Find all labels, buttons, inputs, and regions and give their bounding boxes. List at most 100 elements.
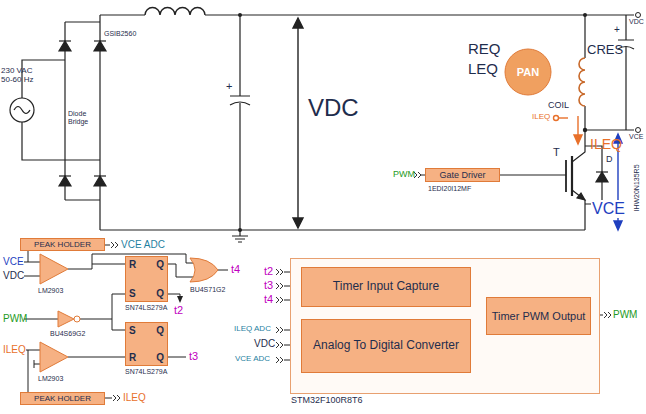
pin-label: R xyxy=(129,259,136,271)
pin-label: Q xyxy=(156,259,164,271)
pin-label: S xyxy=(129,288,136,300)
power-wires xyxy=(230,15,250,230)
diode-bridge xyxy=(59,176,71,186)
current-arrow xyxy=(577,116,578,136)
pin-label: Q xyxy=(156,288,164,300)
diode-bridge xyxy=(59,41,71,51)
logic-wires xyxy=(276,297,283,303)
logic-gates xyxy=(74,316,80,322)
power-wires xyxy=(22,15,634,242)
signal-label: REQ xyxy=(468,40,501,57)
signal-label: LEQ xyxy=(468,60,498,77)
pin-label: S xyxy=(129,325,136,337)
signal-label: PWM xyxy=(613,309,637,321)
igbt-symbol xyxy=(572,190,585,230)
voltage-arrow xyxy=(293,18,303,228)
sr-latch-box: SQRQ xyxy=(125,322,168,366)
adc-block: Analog To Digital Converter xyxy=(301,319,471,373)
signal-label: ILEQ xyxy=(123,392,146,404)
igbt-symbol xyxy=(500,130,585,230)
junction-dots xyxy=(583,13,587,17)
logic-wires xyxy=(111,242,118,248)
vce-arrow xyxy=(614,221,622,230)
coil-symbol xyxy=(579,58,585,106)
power-wires xyxy=(618,15,634,130)
signal-label: ILEQ xyxy=(532,112,550,121)
logic-wires xyxy=(168,294,180,296)
node-text: PAN xyxy=(517,66,539,79)
gate-driver-box: Gate Driver xyxy=(425,168,500,182)
voltage-arrow xyxy=(297,26,298,220)
diode-bridge xyxy=(94,176,106,186)
logic-wires xyxy=(218,270,228,271)
ac-source xyxy=(10,98,34,122)
signal-label: D xyxy=(606,154,613,164)
logic-wires xyxy=(26,350,40,392)
pin-label: Q xyxy=(156,325,164,337)
signal-label: t4 xyxy=(231,263,240,276)
logic-gates xyxy=(40,254,218,372)
current-arrow xyxy=(554,116,583,145)
logic-wires xyxy=(168,357,186,358)
pwm-block: Timer PWM Output xyxy=(486,297,591,335)
signal-label: T xyxy=(553,146,560,159)
logic-wires xyxy=(276,327,283,333)
signal-label: t3 xyxy=(264,279,273,292)
signal-label: PWM xyxy=(3,313,27,325)
junction-dots xyxy=(238,13,242,17)
signal-label: + xyxy=(614,24,620,36)
signal-label: LM2903 xyxy=(38,287,63,295)
logic-wires xyxy=(24,251,40,276)
logic-wires xyxy=(168,264,195,277)
signal-label: GSIB2560 xyxy=(104,30,136,38)
logic-wires xyxy=(24,242,611,401)
igbt-symbol xyxy=(500,174,566,175)
diode-bridge xyxy=(59,40,71,41)
logic-gates xyxy=(58,311,74,327)
peak-holder-box: PEAK HOLDER xyxy=(20,238,105,251)
logic-wires xyxy=(24,294,125,330)
diode-symbol xyxy=(596,171,608,172)
node-text: PEAK HOLDER xyxy=(34,394,91,403)
microcontroller-box: STM32F100R8T6Timer Input CaptureAnalog T… xyxy=(290,258,600,394)
logic-gates xyxy=(40,342,68,372)
signal-label: t3 xyxy=(189,350,198,363)
signal-label: t4 xyxy=(264,293,273,306)
node-text: Analog To Digital Converter xyxy=(313,339,459,353)
signal-label: SN74LS279A xyxy=(125,304,167,312)
signal-label: COIL xyxy=(548,100,569,110)
pwm-input xyxy=(414,172,425,178)
inductor-symbol xyxy=(145,8,205,16)
t2-arrow xyxy=(177,296,183,303)
signal-label: VCE xyxy=(3,256,24,268)
igbt-symbol xyxy=(577,193,585,200)
signal-label: Diode Bridge xyxy=(68,110,98,126)
power-wires xyxy=(100,15,634,230)
sr-latch-box: R Q S Q xyxy=(125,256,168,302)
node-text: STM32F100R8T6 xyxy=(291,395,363,405)
signal-label: CRES xyxy=(587,43,623,58)
voltage-arrow xyxy=(293,218,303,228)
part-number: IHW20N135R5 xyxy=(633,164,641,211)
signal-label: VCE xyxy=(591,200,626,218)
signal-label: VDC xyxy=(3,270,24,282)
signal-label: + xyxy=(226,80,232,93)
signal-label: t2 xyxy=(264,265,273,278)
pin-label: Q xyxy=(156,352,164,364)
signal-label: BU4S69G2 xyxy=(50,330,85,338)
terminals xyxy=(636,13,641,133)
diode-bridge xyxy=(59,175,71,176)
logic-wires xyxy=(604,312,611,318)
logic-wires xyxy=(276,357,283,363)
igbt-symbol xyxy=(572,130,585,162)
signal-label: VDC xyxy=(629,18,644,26)
logic-wires xyxy=(276,269,283,275)
power-wires xyxy=(65,15,100,230)
signal-label: PWM xyxy=(393,169,415,179)
t2-arrow xyxy=(177,296,183,303)
pan-circle xyxy=(505,49,551,95)
diode-symbol xyxy=(596,172,608,182)
signal-label: VCE xyxy=(629,133,643,141)
peak-holder-box: PEAK HOLDER xyxy=(20,392,105,405)
induction-pan: PAN xyxy=(504,48,552,96)
